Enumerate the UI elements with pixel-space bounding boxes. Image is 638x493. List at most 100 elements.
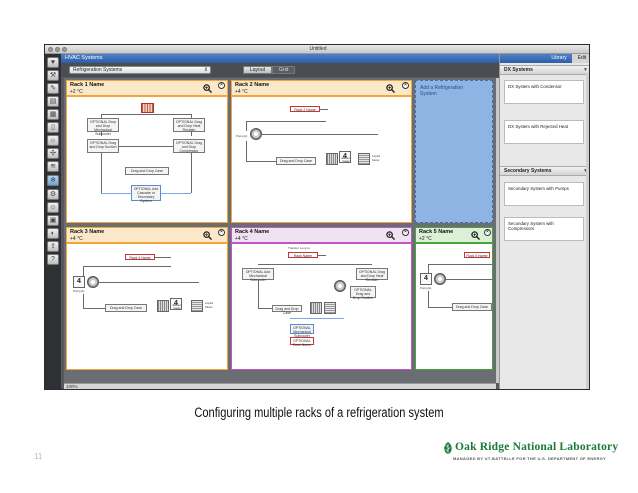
pumps-label: Pump(s) (236, 134, 248, 138)
window-minimize-icon[interactable] (55, 47, 60, 52)
edit-tab[interactable]: Edit (572, 54, 589, 63)
mech-subcooler-slot[interactable]: OPTIONAL Mechanical Subcooler (290, 324, 314, 338)
collapse-triangle-icon: ▼ (583, 67, 588, 73)
window-zoom-icon[interactable] (62, 47, 67, 52)
meter-icon (191, 300, 203, 312)
compressor-icon (334, 280, 346, 292)
pump-icon (434, 273, 446, 285)
export-icon[interactable]: ⇪ (47, 241, 59, 252)
rack-name: Rack 2 Name (235, 82, 270, 88)
loads-icon[interactable]: ▤ (47, 96, 59, 107)
canvas-horizontal-scrollbar[interactable]: 100% (64, 383, 496, 389)
zoom-icon[interactable] (386, 84, 395, 93)
rack-card[interactable]: Rack 4 Name +4 °C × Transfer Loop to Rac… (231, 227, 412, 370)
pump-count: 4 (420, 273, 432, 285)
suction-slot[interactable]: OPTIONAL Drag and Drop Suction (87, 139, 119, 153)
library-tab[interactable]: Library (551, 55, 567, 61)
window-title: Untitled (309, 46, 327, 52)
pump-count: 4 (73, 276, 85, 288)
help-icon[interactable]: ? (47, 254, 59, 265)
rack-header: Rack 1 Name +2 °C × (67, 81, 227, 97)
rack-card[interactable]: Rack 5 Name +2 °C × Rack 5 Name 4 Pump(s… (415, 227, 493, 370)
case-icon (326, 153, 338, 165)
meter-icon (324, 302, 336, 314)
grid-tab[interactable]: Grid (272, 66, 296, 74)
library-item[interactable]: Secondary System with Compressors (504, 217, 584, 241)
close-icon[interactable]: × (402, 82, 409, 89)
window-close-icon[interactable] (48, 47, 53, 52)
rack-card[interactable]: Rack 1 Name +2 °C × OPTIONAL Drop and Dr… (66, 80, 228, 223)
fans-icon[interactable]: ✣ (47, 148, 59, 159)
rack-name: Rack 5 Name (419, 229, 454, 235)
rack-name: Rack 4 Name (235, 229, 270, 235)
hvac-icon[interactable]: ≋ (47, 161, 59, 172)
doors-icon[interactable]: ▯ (47, 122, 59, 133)
rack-card[interactable]: Rack 2 Name +4 °C × Rack 2 Name Pump(s) … (231, 80, 412, 223)
rack-temp: +2 °C (70, 89, 83, 95)
subcooler-slot[interactable]: OPTIONAL Add Mechanical Subcooler (242, 268, 274, 282)
refrigeration-icon[interactable]: ❄ (47, 175, 59, 186)
leaf-icon (444, 442, 452, 454)
close-icon[interactable]: × (218, 82, 225, 89)
zoom-level[interactable]: 100% (66, 384, 78, 389)
cascade-slot[interactable]: OPTIONAL Add Cascade or Secondary System (131, 185, 161, 203)
zoom-icon[interactable] (471, 231, 480, 240)
case-slot[interactable]: Drag and Drop Case (272, 305, 302, 315)
dx-systems-section[interactable]: DX Systems▼ (500, 65, 589, 75)
case-slot[interactable]: Drag and Drop Case (452, 303, 492, 311)
zoom-icon[interactable] (386, 231, 395, 240)
rack-header: Rack 5 Name +2 °C × (416, 228, 492, 244)
secondary-systems-section[interactable]: Secondary Systems▼ (500, 166, 589, 176)
close-icon[interactable]: × (402, 229, 409, 236)
rack-temp: +4 °C (70, 236, 83, 242)
zoom-icon[interactable] (203, 84, 212, 93)
report-icon[interactable]: ▣ (47, 215, 59, 226)
meter-icon (358, 153, 370, 165)
suction-slot[interactable]: OPTIONAL Drag and Drop Suction (350, 286, 376, 300)
close-icon[interactable]: × (218, 229, 225, 236)
library-item[interactable]: Secondary System with Pumps (504, 182, 584, 206)
rack-header: Rack 4 Name +4 °C × (232, 228, 411, 244)
library-item[interactable]: DX System with Condensor (504, 80, 584, 104)
ornl-subtitle: MANAGED BY UT-BATTELLE FOR THE U.S. DEPA… (453, 456, 607, 461)
case-icon (310, 302, 322, 314)
library-panel: Library Edit DX Systems▼ DX System with … (499, 54, 589, 389)
toolbar: Refrigeration Systems ⇕ Layout Grid (61, 63, 499, 77)
case-slot[interactable]: Drag and Drop Case (125, 167, 169, 175)
system-type-select[interactable]: Refrigeration Systems ⇕ (69, 66, 211, 74)
slide-caption: Configuring multiple racks of a refriger… (194, 405, 444, 420)
canvas-vertical-scrollbar[interactable] (496, 78, 499, 383)
add-refrigeration-system-dropzone[interactable]: Add a Refrigeration System (415, 80, 493, 223)
case-slot[interactable]: Drag and Drop Case (276, 157, 316, 165)
rack-temp: +4 °C (235, 236, 248, 242)
heat-reclaim-slot[interactable]: OPTIONAL Drag and Drop Heat Reclaim (173, 118, 205, 132)
system-type-value: Refrigeration Systems (73, 67, 123, 73)
compressor-slot[interactable]: OPTIONAL Drag and Drop Compressor (173, 139, 205, 153)
zoom-icon[interactable] (203, 231, 212, 240)
rack-card[interactable]: Rack 3 Name +4 °C × Rack 4 Name 4 Pump(s… (66, 227, 228, 370)
rack-label-box: Rack 2 Name (290, 106, 320, 112)
calc-icon[interactable]: ▦ (47, 109, 59, 120)
library-scrollbar[interactable] (586, 73, 589, 389)
ornl-name: Oak Ridge National Laboratory (455, 441, 619, 453)
layout-tab[interactable]: Layout (243, 66, 273, 74)
lights-icon[interactable]: ☼ (47, 135, 59, 146)
rack-name: Rack 1 Name (70, 82, 105, 88)
loop-label: Transfer Loop to (288, 246, 310, 250)
tools-icon[interactable]: ⚒ (47, 70, 59, 81)
case-slot[interactable]: Drag and Drop Case (105, 304, 147, 312)
edit-icon[interactable]: ✎ (47, 83, 59, 94)
rack-label-box: Rack 4 Name (125, 254, 155, 260)
compare-icon[interactable]: ◐ (47, 228, 59, 239)
vitals-icon[interactable]: ♥ (47, 57, 59, 68)
library-item[interactable]: DX System with Rejected Heat (504, 120, 584, 144)
rack-name: Rack 3 Name (70, 229, 105, 235)
settings-icon[interactable]: ⚙ (47, 189, 59, 200)
heat-reclaim-slot[interactable]: OPTIONAL Drag and Drop Heat Reclaim (356, 268, 388, 282)
rack-name-slot[interactable]: OPTIONAL Rack Name (290, 337, 314, 347)
subcooler-slot[interactable]: OPTIONAL Drop and Drop Mechanical Subcoo… (87, 118, 119, 136)
close-icon[interactable]: × (484, 229, 491, 236)
user-icon[interactable]: ☺ (47, 202, 59, 213)
